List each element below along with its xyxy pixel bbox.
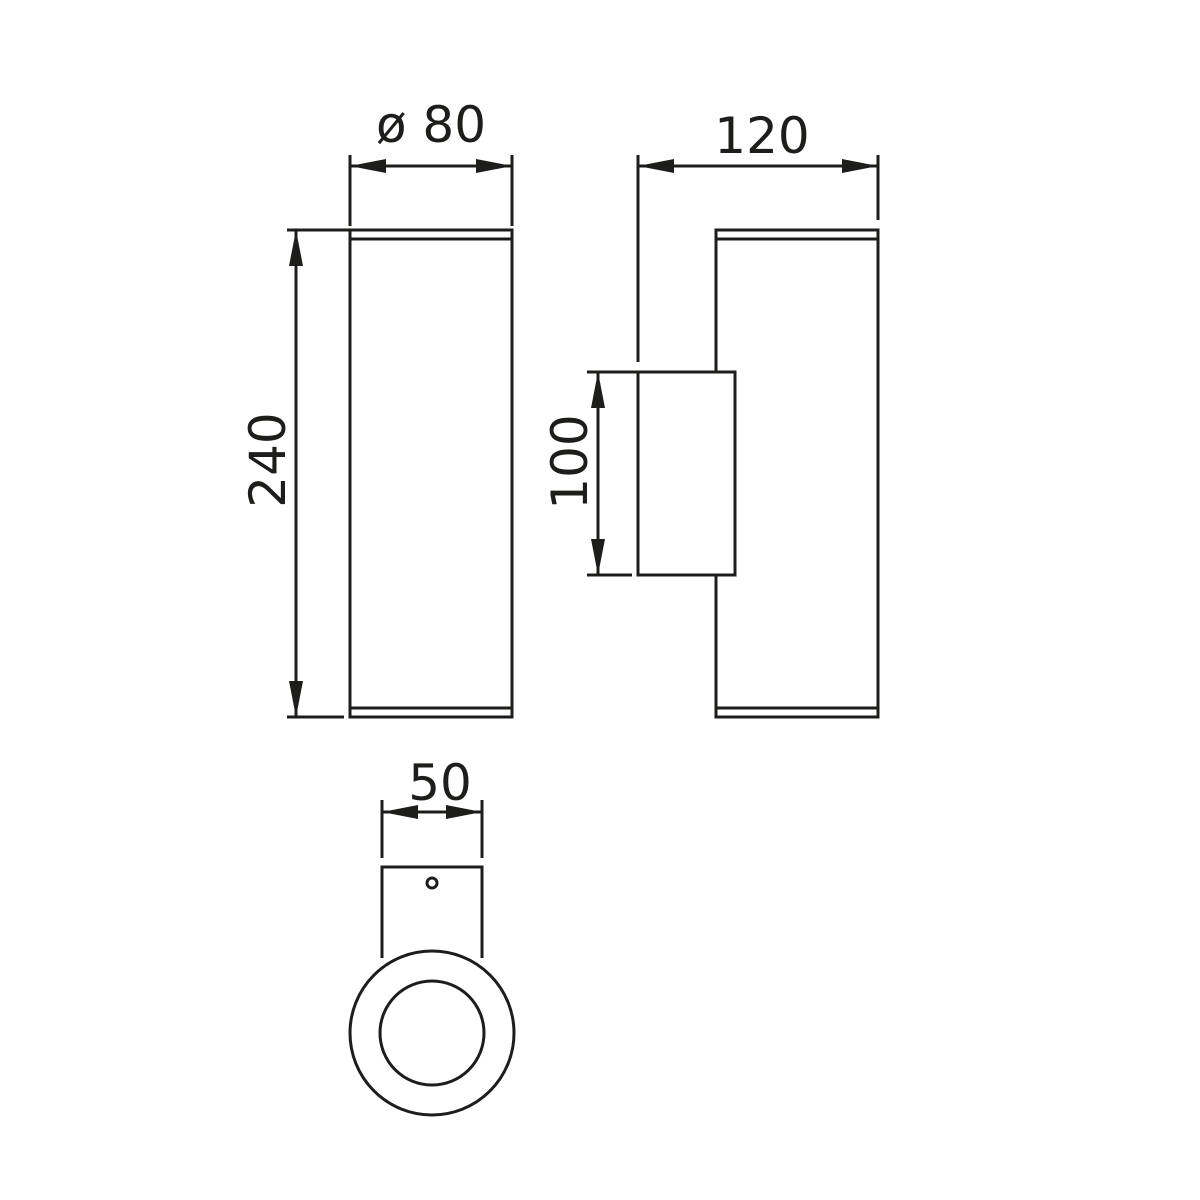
diameter-label: ø 80 — [376, 96, 486, 154]
bracket-height-dimension — [587, 370, 638, 577]
height-dimension — [287, 228, 350, 719]
diameter-dimension — [348, 155, 514, 226]
side-view-bracket — [636, 370, 737, 577]
bracket-width-label: 50 — [408, 754, 472, 812]
bracket-height-label: 100 — [541, 414, 599, 509]
bracket-width-dimension — [380, 800, 484, 858]
depth-label: 120 — [714, 107, 809, 165]
depth-dimension — [636, 155, 880, 362]
side-view-cylinder — [714, 228, 880, 719]
bottom-view — [348, 865, 516, 1117]
front-view-cylinder — [348, 228, 514, 719]
height-label: 240 — [239, 412, 297, 507]
